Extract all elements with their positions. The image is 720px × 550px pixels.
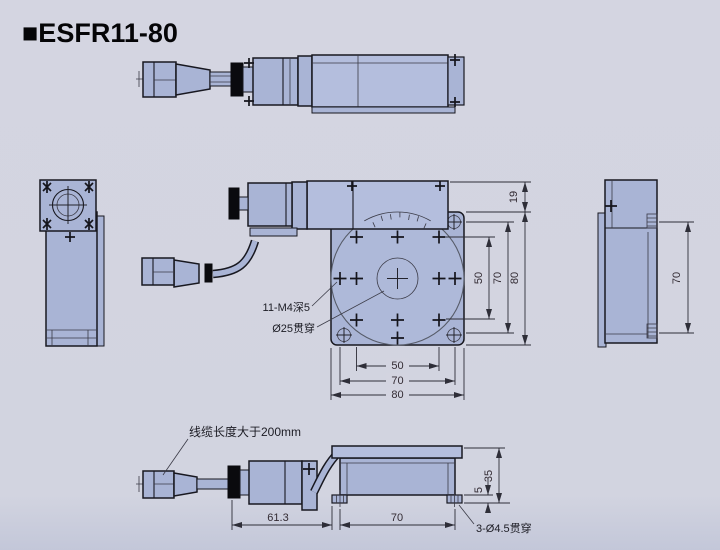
left-view	[39, 179, 105, 347]
bottom-view-connector	[142, 470, 175, 499]
dim-bottom-61-3: 61.3	[267, 512, 288, 524]
bottom-view-stage-body	[339, 457, 456, 496]
top-view-connector	[142, 61, 177, 98]
label-cable-note: 线缆长度大于200mm	[189, 424, 301, 439]
label-center-hole: Ø25贯穿	[272, 321, 315, 335]
dim-plan-19: 19	[508, 191, 520, 203]
plan-scale-ticks	[372, 212, 427, 229]
dim-plan-50: 50	[391, 360, 403, 372]
plan-worm-housing	[306, 180, 449, 230]
right-view-body	[604, 179, 658, 344]
top-view-motor	[252, 57, 299, 106]
bottom-view-base-holes	[336, 490, 459, 507]
left-view-body	[45, 211, 98, 347]
plan-motor	[247, 182, 293, 227]
top-view-gearbox	[297, 55, 313, 107]
label-base-holes: 3-Ø4.5贯穿	[476, 521, 532, 535]
dim-right-view-70: 70	[671, 272, 683, 284]
dim-plan-80: 80	[391, 389, 403, 401]
plan-connector	[141, 257, 175, 286]
plan-center-hole	[376, 257, 419, 300]
bottom-view-motor	[248, 460, 303, 505]
dim-plan-right-80: 80	[509, 272, 521, 284]
dim-plan-70: 70	[391, 375, 403, 387]
dim-bottom-5: 5	[473, 487, 485, 493]
plan-m4-holes	[333, 230, 462, 345]
top-view	[136, 54, 465, 114]
bottom-view	[136, 445, 463, 511]
label-m4-holes: 11-M4深5	[263, 301, 310, 314]
top-view-cable-boot	[175, 63, 211, 96]
dim-plan-right-50: 50	[473, 272, 485, 284]
page-title: ■ESFR11-80	[22, 18, 178, 48]
top-view-housing	[311, 54, 449, 108]
plan-view	[141, 180, 465, 346]
dim-plan-right-70: 70	[492, 272, 504, 284]
bottom-view-table-edge	[331, 445, 463, 459]
dim-bottom-70: 70	[391, 512, 403, 524]
dim-bottom-35: 35	[483, 470, 495, 482]
right-view: 70	[597, 179, 694, 348]
bottom-view-cable-collar	[227, 465, 241, 499]
top-view-cable-collar	[230, 62, 244, 97]
plan-cable	[212, 240, 258, 277]
plan-dimensions: 50 70 80 19 50 70 80 11-M4深5 Ø25贯穿	[263, 181, 531, 401]
bottom-dimensions: 61.3 70 35 5 3-Ø4.5贯穿 线缆长度大于200mm	[162, 424, 532, 535]
